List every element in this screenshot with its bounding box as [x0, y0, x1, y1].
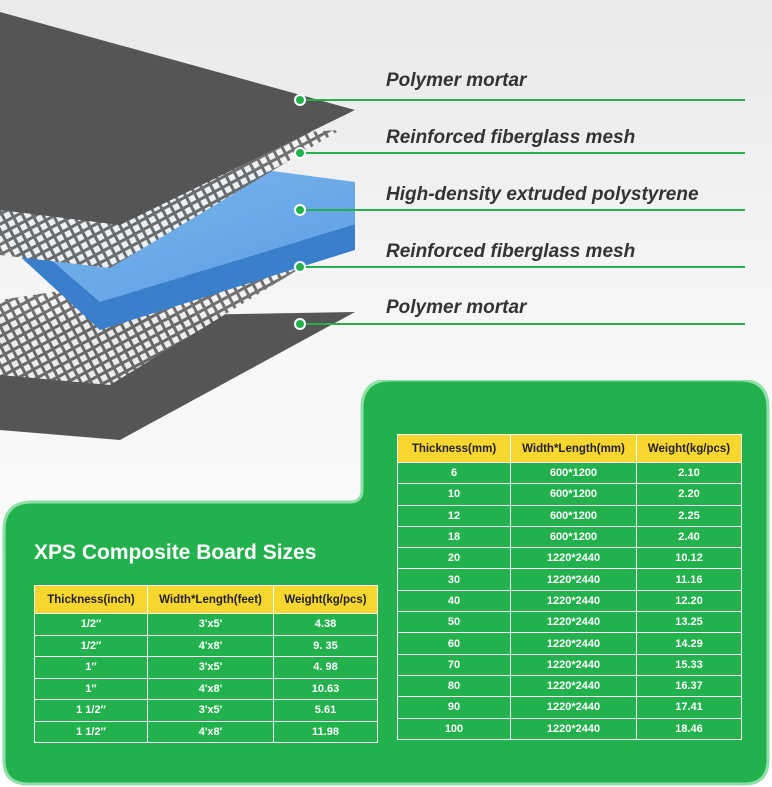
table-cell: 3'x5' — [147, 613, 274, 636]
table-cell: 3'x5' — [147, 699, 274, 722]
table-row: 1″3'x5'4. 98 — [34, 656, 378, 679]
table-cell: 12 — [397, 504, 511, 527]
table-cell: 1220*2440 — [510, 696, 637, 719]
table-cell: 4'x8' — [147, 634, 274, 657]
table-cell: 80 — [397, 674, 511, 698]
table-cell: 600*1200 — [510, 483, 637, 506]
table-cell: 2.10 — [636, 461, 742, 485]
table-cell: 70 — [397, 653, 511, 676]
table-cell: 10.12 — [636, 547, 742, 570]
table-cell: 1220*2440 — [510, 632, 637, 655]
layer-label-fiberglass-mesh-bottom: Reinforced fiberglass mesh — [386, 241, 636, 262]
xps-board-side — [0, 215, 355, 330]
table-cell: 1220*2440 — [510, 568, 637, 591]
table-cell: 14.29 — [636, 632, 742, 655]
table-cell: 1″ — [34, 677, 148, 700]
inch-header-weight: Weight(kg/pcs) — [273, 585, 378, 614]
inch-size-table: Thickness(inch) Width*Length(feet) Weigh… — [34, 585, 378, 743]
mm-size-table: Thickness(mm) Width*Length(mm) Weight(kg… — [397, 434, 742, 740]
mm-header-weight: Weight(kg/pcs) — [636, 434, 742, 463]
table-cell: 1220*2440 — [510, 611, 637, 634]
layer-label-polymer-mortar-bottom: Polymer mortar — [386, 297, 527, 318]
table-cell: 30 — [397, 568, 511, 591]
mm-header-dimensions: Width*Length(mm) — [510, 434, 637, 463]
board-sizes-title: XPS Composite Board Sizes — [34, 541, 317, 564]
table-cell: 4'x8' — [147, 720, 274, 743]
table-row: 1/2″4'x8'9. 35 — [34, 634, 378, 657]
table-cell: 1/2″ — [34, 613, 148, 636]
table-cell: 1″ — [34, 656, 148, 679]
table-cell: 11.98 — [273, 720, 378, 743]
connector-dots — [294, 94, 306, 330]
table-row: 1 1/2″4'x8'11.98 — [34, 720, 378, 743]
table-cell: 600*1200 — [510, 461, 637, 485]
layer-label-xps: High-density extruded polystyrene — [386, 184, 699, 205]
table-cell: 10.63 — [273, 677, 378, 700]
layer-label-fiberglass-mesh-top: Reinforced fiberglass mesh — [386, 127, 636, 148]
inch-header-thickness: Thickness(inch) — [34, 585, 148, 614]
table-cell: 1220*2440 — [510, 589, 637, 613]
inch-header-dimensions: Width*Length(feet) — [147, 585, 274, 614]
table-cell: 6 — [397, 461, 511, 485]
table-cell: 3'x5' — [147, 656, 274, 679]
table-cell: 9. 35 — [273, 634, 378, 657]
layer-diagram — [0, 12, 745, 440]
table-cell: 5.61 — [273, 699, 378, 722]
layer-label-polymer-mortar-top: Polymer mortar — [386, 70, 527, 91]
table-cell: 2.20 — [636, 483, 742, 506]
table-cell: 18.46 — [636, 717, 742, 740]
table-cell: 1220*2440 — [510, 717, 637, 740]
top-mortar-layer — [0, 12, 355, 225]
table-row: 1 1/2″3'x5'5.61 — [34, 699, 378, 722]
table-cell: 20 — [397, 547, 511, 570]
table-cell: 600*1200 — [510, 525, 637, 549]
table-cell: 40 — [397, 589, 511, 613]
table-cell: 1220*2440 — [510, 653, 637, 676]
table-cell: 4'x8' — [147, 677, 274, 700]
table-cell: 600*1200 — [510, 504, 637, 527]
table-cell: 12.20 — [636, 589, 742, 613]
table-cell: 18 — [397, 525, 511, 549]
table-cell: 1/2″ — [34, 634, 148, 657]
table-cell: 1220*2440 — [510, 674, 637, 698]
table-cell: 10 — [397, 483, 511, 506]
table-row: 1/2″3'x5'4.38 — [34, 613, 378, 636]
layer-connectors — [300, 99, 745, 325]
table-cell: 1 1/2″ — [34, 699, 148, 722]
table-cell: 15.33 — [636, 653, 742, 676]
table-cell: 1 1/2″ — [34, 720, 148, 743]
bottom-mesh-layer — [0, 250, 330, 385]
table-cell: 11.16 — [636, 568, 742, 591]
table-cell: 2.25 — [636, 504, 742, 527]
table-cell: 4. 98 — [273, 656, 378, 679]
table-cell: 50 — [397, 611, 511, 634]
mm-header-thickness: Thickness(mm) — [397, 434, 511, 463]
table-cell: 17.41 — [636, 696, 742, 719]
table-cell: 90 — [397, 696, 511, 719]
table-cell: 1220*2440 — [510, 547, 637, 570]
table-cell: 100 — [397, 717, 511, 740]
table-cell: 4.38 — [273, 613, 378, 636]
table-cell: 16.37 — [636, 674, 742, 698]
table-row: 1″4'x8'10.63 — [34, 677, 378, 700]
table-cell: 13.25 — [636, 611, 742, 634]
table-cell: 60 — [397, 632, 511, 655]
table-cell: 2.40 — [636, 525, 742, 549]
